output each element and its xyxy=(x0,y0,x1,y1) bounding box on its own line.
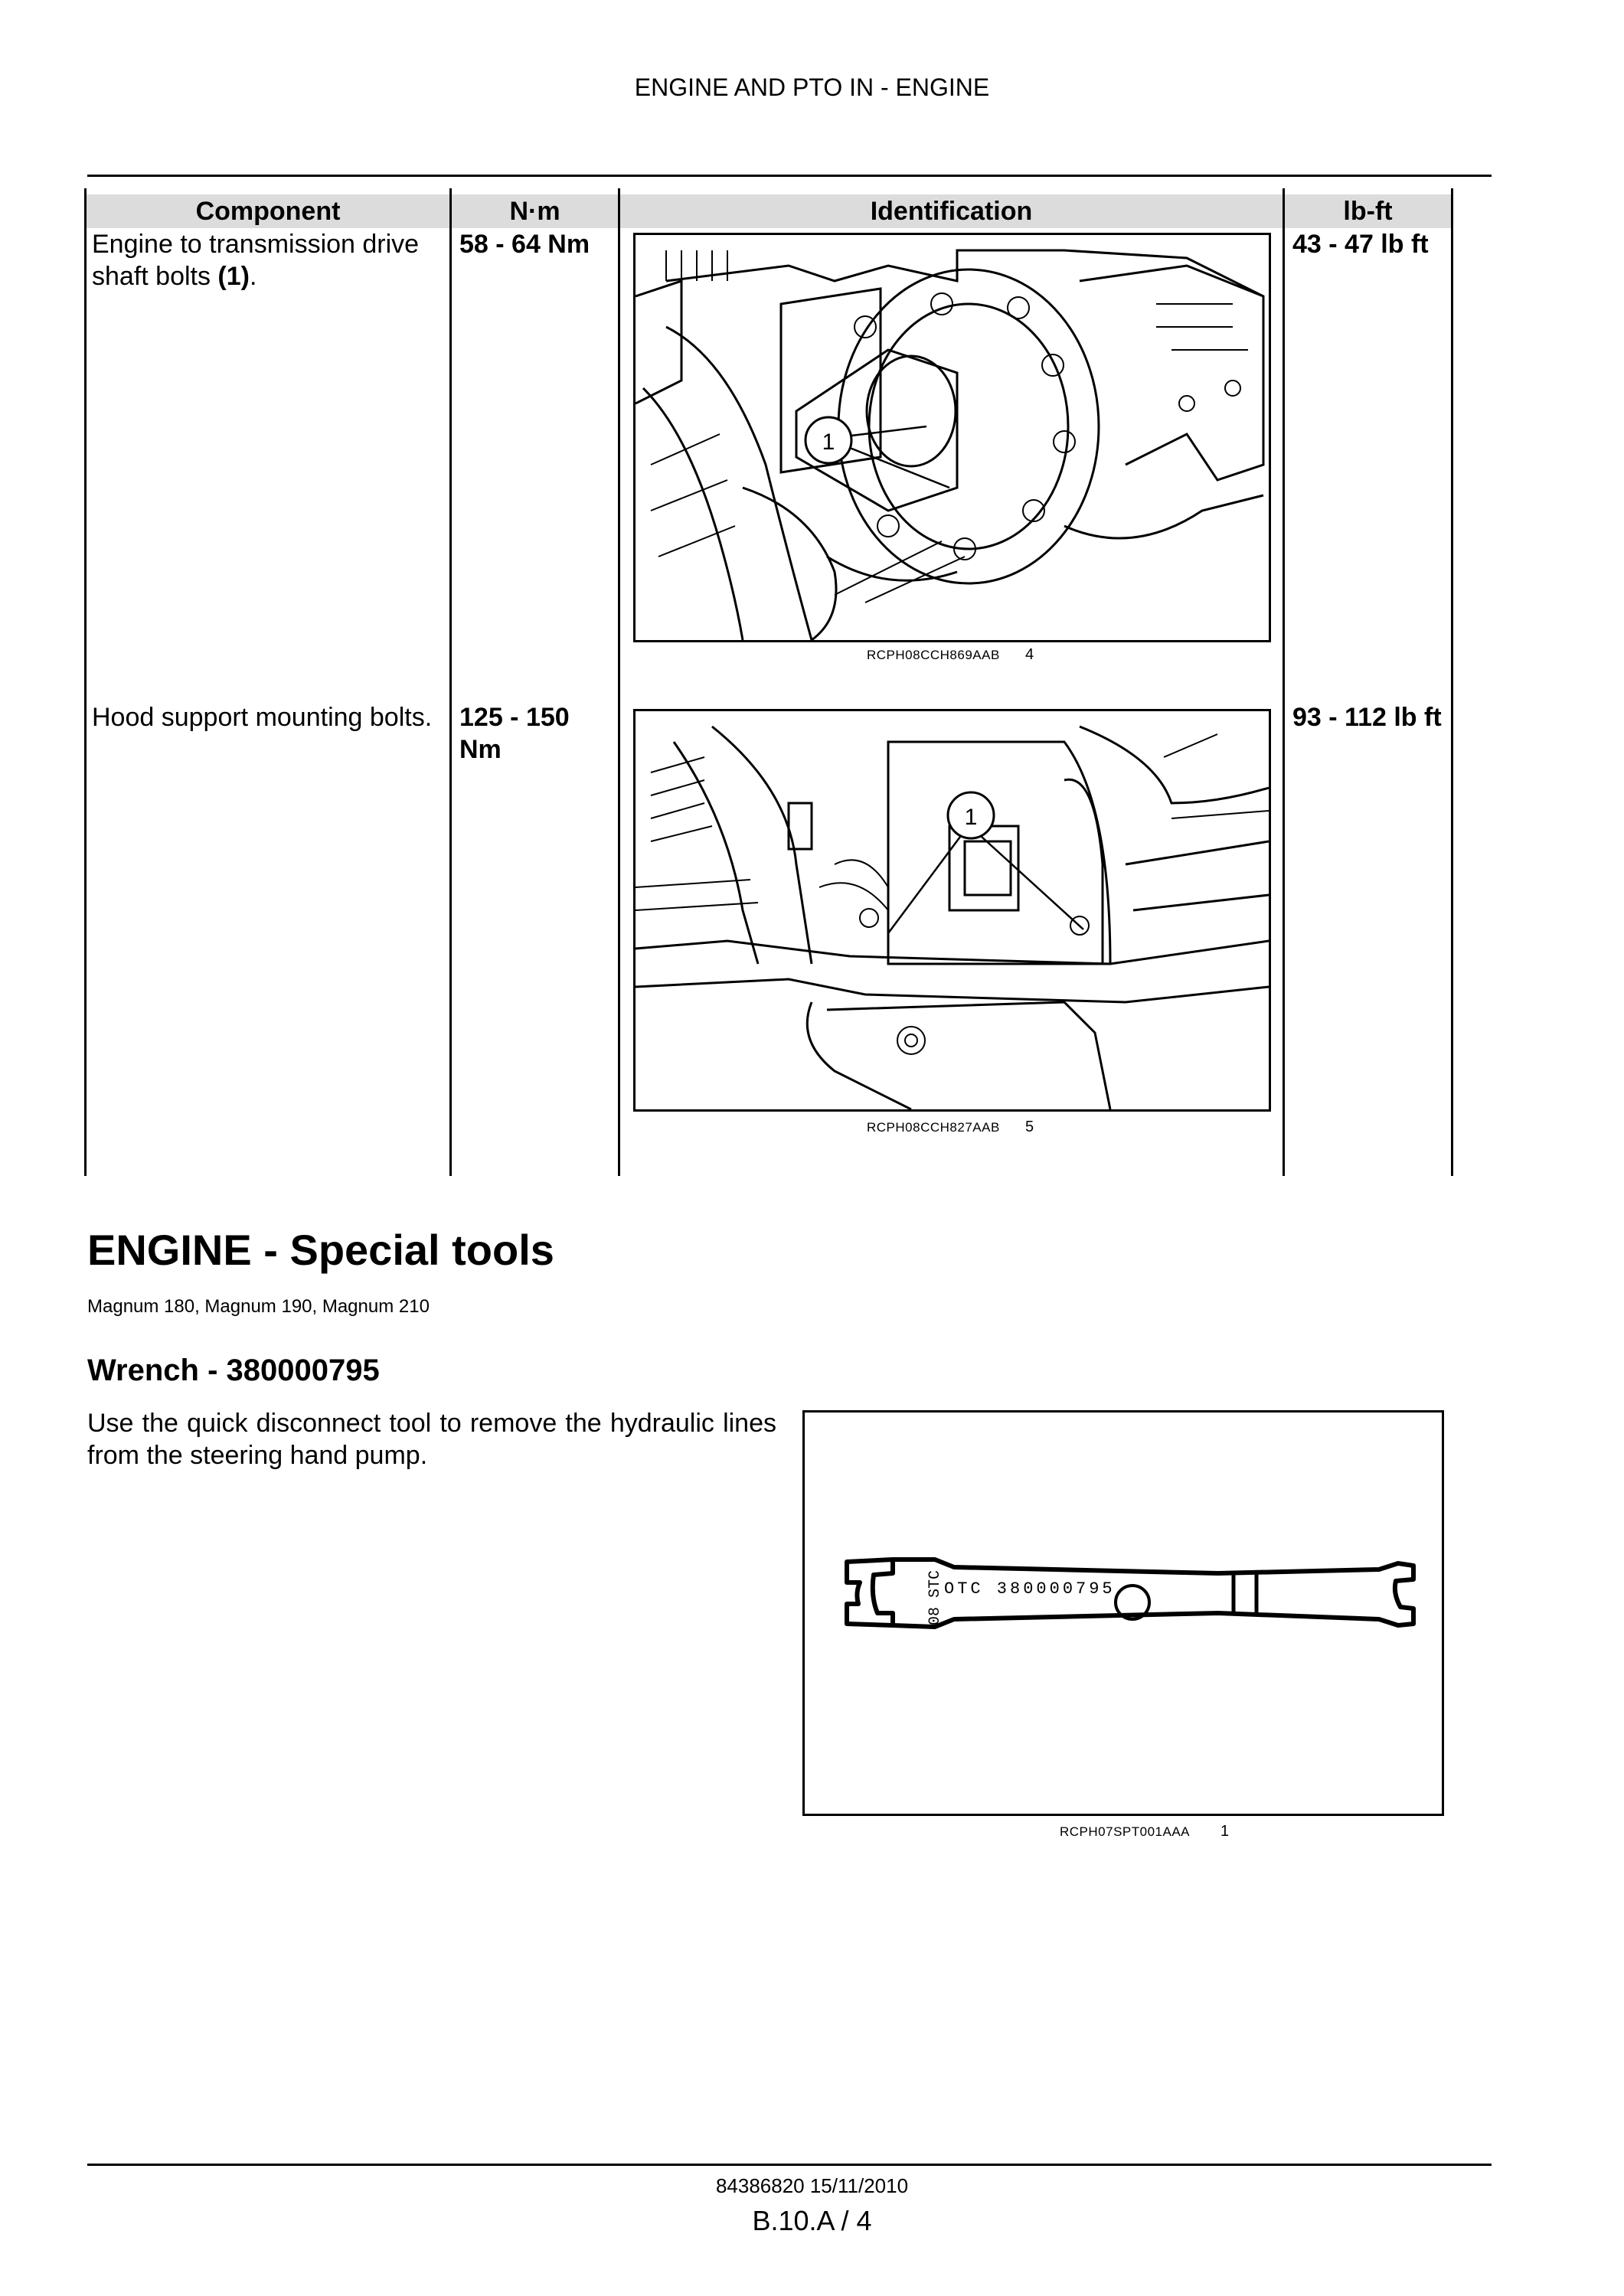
drive-shaft-illustration: 1 xyxy=(636,249,1265,640)
row1-callout-circle xyxy=(804,416,853,465)
wrench-illustration: OTC 380000795 STC 08 xyxy=(845,1557,1416,1629)
wrench-side-stamp-1: STC xyxy=(926,1570,944,1598)
wrench-stamp: OTC 380000795 xyxy=(944,1579,1116,1599)
table-divider-3 xyxy=(1283,188,1285,1176)
wrench-figure-ref: RCPH07SPT001AAA xyxy=(1060,1824,1191,1839)
table-border-right xyxy=(1451,188,1453,1176)
row2-figure-ref: RCPH08CCH827AAB xyxy=(867,1120,1000,1135)
row1-component-end: . xyxy=(249,262,257,291)
table-border-left xyxy=(84,188,87,1176)
header-identification: Identification xyxy=(870,197,1033,226)
wrench-description: Use the quick disconnect tool to remove … xyxy=(87,1409,776,1470)
footer-doc-number: 84386820 15/11/2010 xyxy=(715,2174,909,2197)
table-header-row xyxy=(87,194,1451,228)
row1-drive-shaft-figure: 1 xyxy=(633,233,1271,642)
running-header: ENGINE AND PTO IN - ENGINE xyxy=(634,73,990,101)
torque-table: Component N·m Identification lb-ft Engin… xyxy=(84,188,1453,1176)
table-divider-1 xyxy=(449,188,452,1176)
header-rule xyxy=(87,175,1492,177)
row1-nm: 58 - 64 Nm xyxy=(459,230,590,259)
wrench-subtitle: Wrench - 380000795 xyxy=(87,1354,380,1387)
row2-nm: 125 - 150 Nm xyxy=(459,703,570,764)
header-lbft: lb-ft xyxy=(1343,197,1393,226)
models-line: Magnum 180, Magnum 190, Magnum 210 xyxy=(87,1296,430,1317)
header-nm: N·m xyxy=(509,197,560,226)
row2-lbft: 93 - 112 lb ft xyxy=(1292,703,1442,732)
row1-callout-label: 1 xyxy=(822,429,835,455)
row1-callout-ref: (1) xyxy=(217,262,250,291)
section-title: ENGINE - Special tools xyxy=(87,1226,554,1274)
row1-figure-ref: RCPH08CCH869AAB xyxy=(867,648,1000,662)
row2-hood-support-figure: 1 xyxy=(633,709,1271,1112)
header-component: Component xyxy=(195,197,341,226)
row1-component-text: Engine to transmission drive shaft bolts xyxy=(92,230,420,291)
row2-callout-label: 1 xyxy=(965,805,978,830)
row2-callout-circle xyxy=(946,791,995,840)
footer-page-number: B.10.A / 4 xyxy=(752,2205,872,2236)
table-divider-2 xyxy=(618,188,620,1176)
row1-figure-number: 4 xyxy=(1025,646,1034,663)
hood-support-illustration: 1 xyxy=(636,725,1269,1109)
footer-rule xyxy=(87,2164,1492,2166)
row1-component: Engine to transmission drive shaft bolts… xyxy=(92,228,446,292)
wrench-figure: OTC 380000795 STC 08 xyxy=(802,1410,1444,1816)
row2-component: Hood support mounting bolts. xyxy=(92,703,433,732)
wrench-figure-number: 1 xyxy=(1220,1823,1230,1840)
row2-figure-number: 5 xyxy=(1025,1119,1034,1135)
row1-lbft: 43 - 47 lb ft xyxy=(1292,230,1429,259)
wrench-side-stamp-2: 08 xyxy=(926,1607,944,1625)
